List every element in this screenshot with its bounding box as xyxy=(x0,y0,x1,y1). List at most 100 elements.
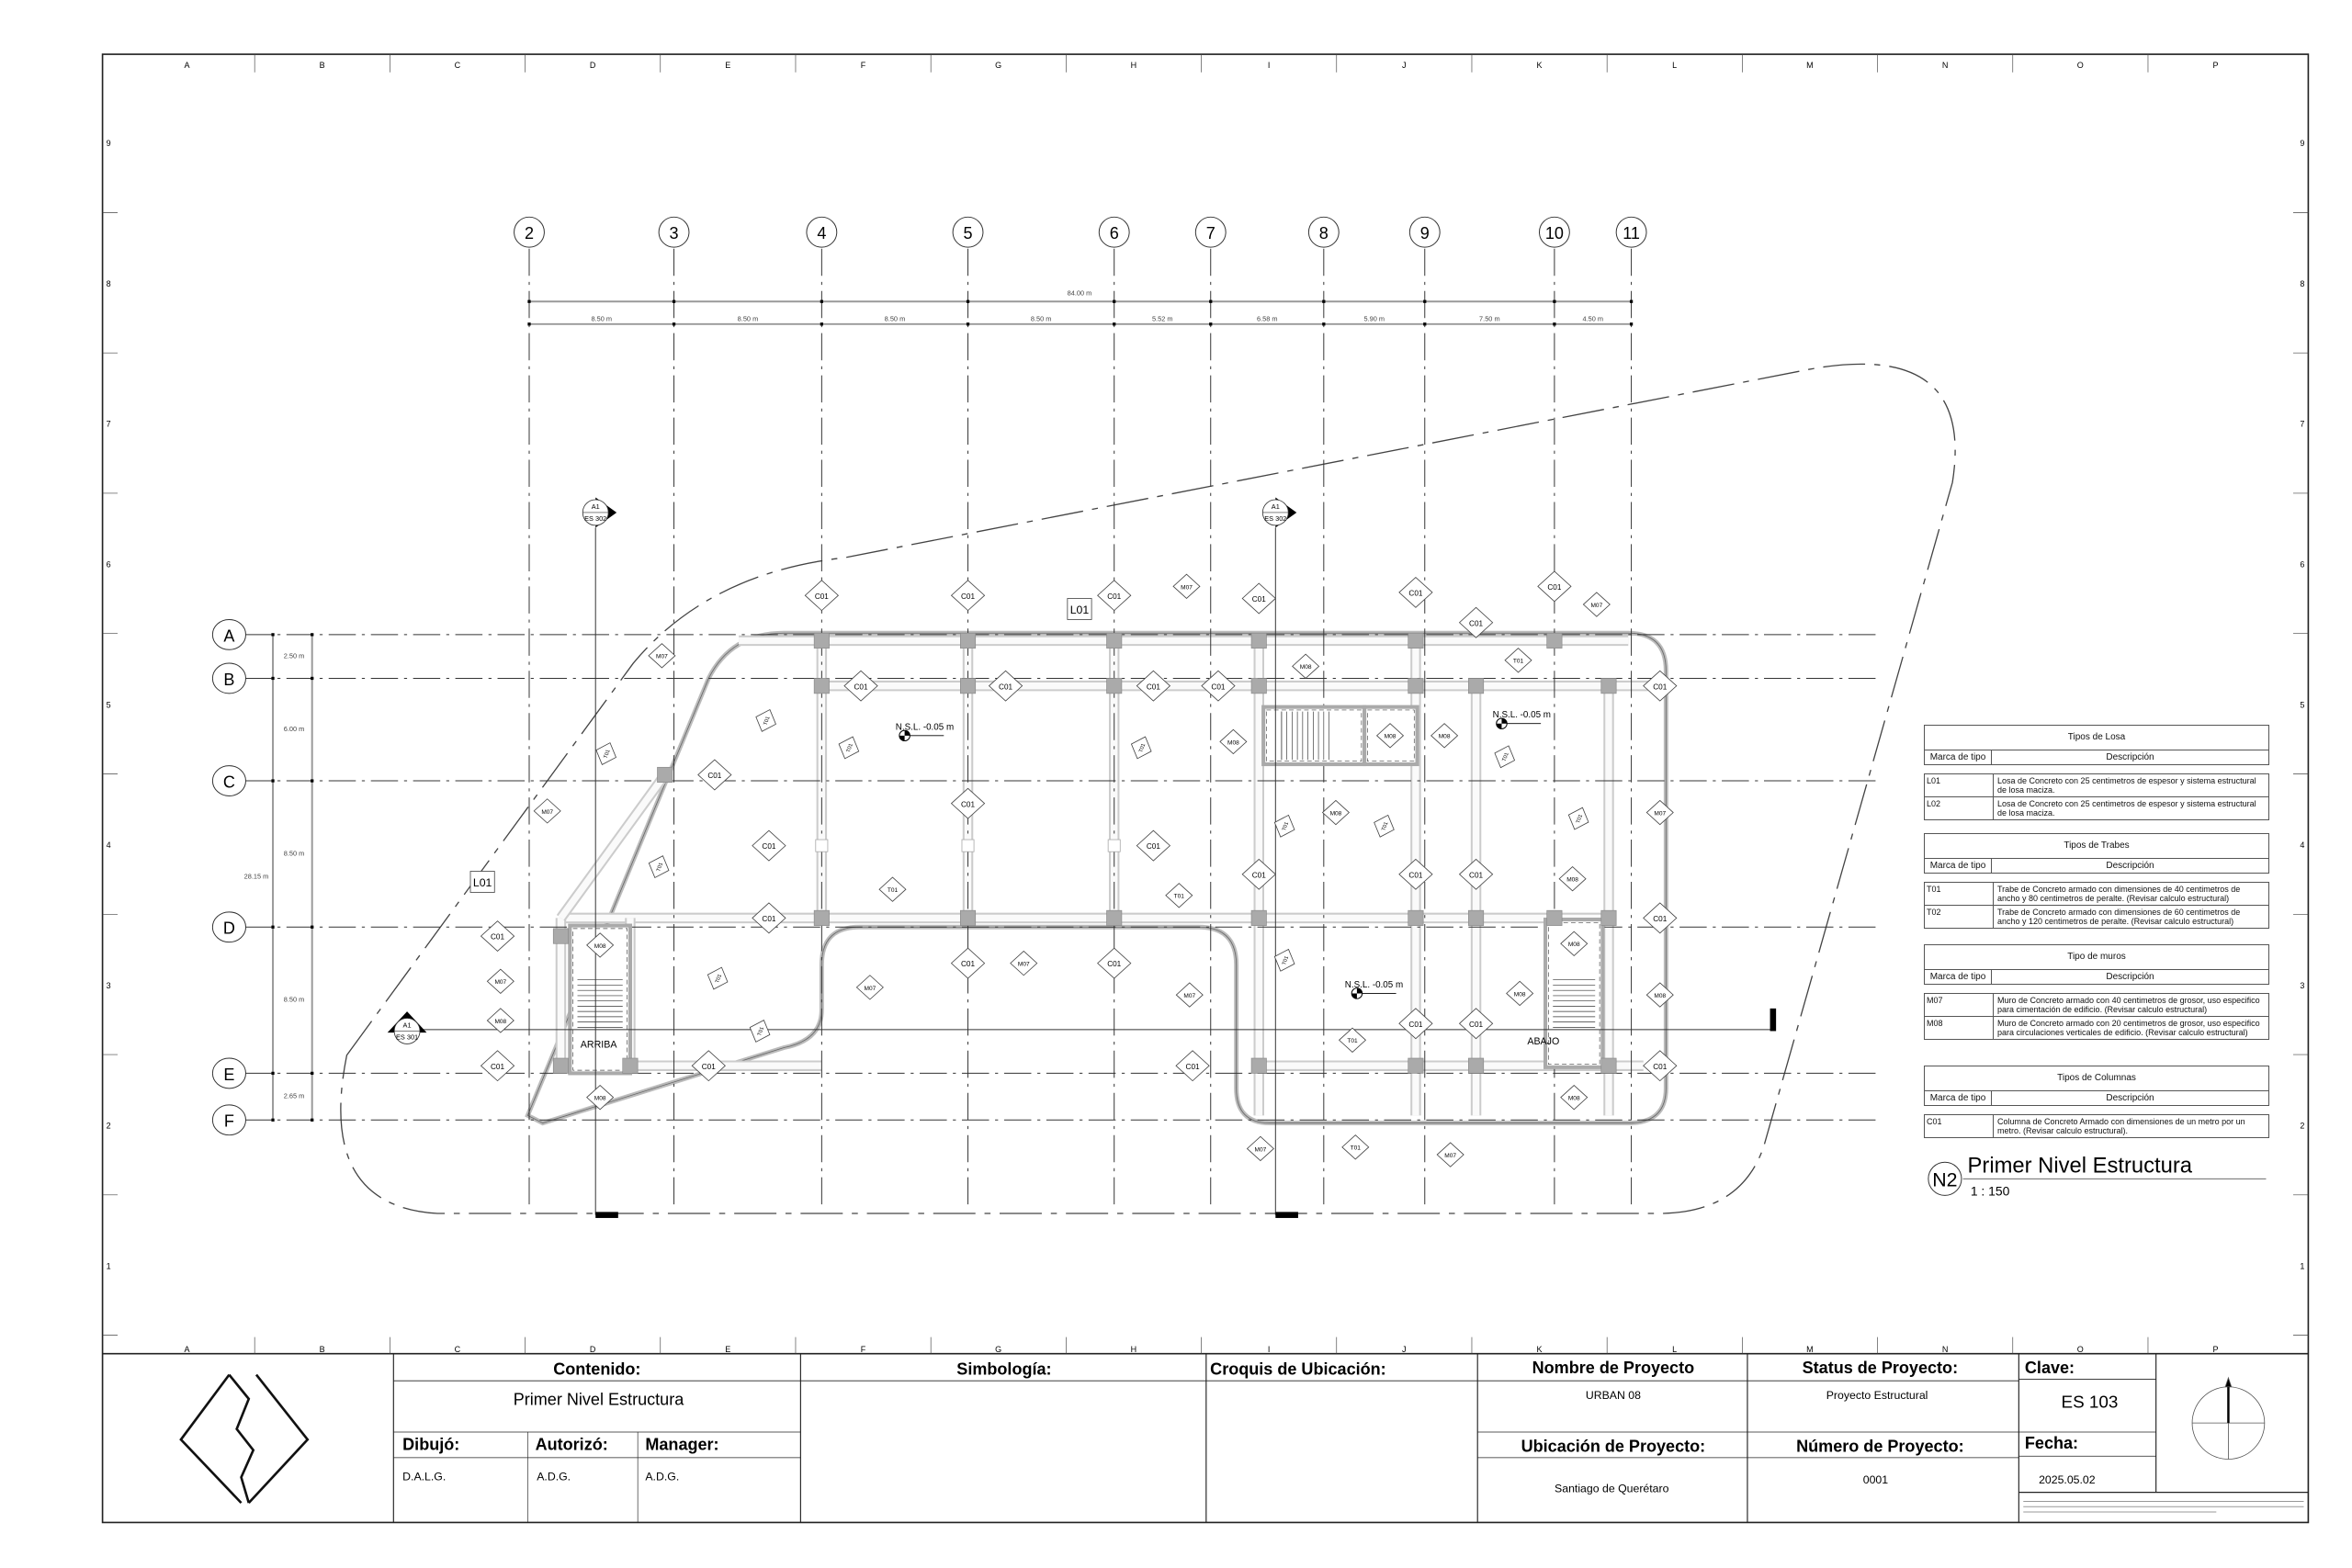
border-column-letter: G xyxy=(995,61,1001,70)
dimension-total-depth-label: 28.15 m xyxy=(244,873,269,881)
tag-label: M08 xyxy=(1385,734,1396,740)
border-row-number: 9 xyxy=(2300,139,2304,148)
tag-diamond xyxy=(586,1084,615,1111)
fecha-value: 2025.05.02 xyxy=(2039,1473,2096,1486)
core-wall xyxy=(1261,705,1367,767)
legend-col-mark: Marca de tipo xyxy=(1925,859,1992,873)
tag-label: C01 xyxy=(1653,682,1667,691)
legend-desc: Trabe de Concreto armado con dimensiones… xyxy=(1997,908,2241,926)
section-sheet: ES 302 xyxy=(584,514,606,523)
tag-label: M08 xyxy=(1568,942,1580,948)
tag-label: C01 xyxy=(1252,595,1266,604)
tag-diamond xyxy=(1398,1008,1433,1040)
tag-c01: C01 xyxy=(480,920,515,953)
view-number-bubble xyxy=(1928,1161,1962,1196)
tag-label: T01 xyxy=(1351,1145,1362,1152)
north-arrow-icon xyxy=(2191,1376,2266,1460)
tag-label: M08 xyxy=(1439,734,1451,740)
tag-diamond xyxy=(697,759,732,791)
status-label: Status de Proyecto: xyxy=(1803,1359,1958,1377)
tag-m07: M07 xyxy=(1645,799,1674,826)
dimension-tick xyxy=(271,633,275,637)
tag-c01: C01 xyxy=(697,759,732,791)
tag-diamond xyxy=(595,742,617,765)
tag-label: T01 xyxy=(656,862,664,872)
tag-diamond xyxy=(480,920,515,953)
dimension-tick xyxy=(672,299,676,303)
grid-label-row: A xyxy=(223,626,234,645)
tag-t01: T01 xyxy=(1273,814,1295,838)
border-column-letter: J xyxy=(1402,1345,1407,1354)
column xyxy=(1250,632,1267,649)
level-marker: N.S.L. -0.05 m xyxy=(896,722,954,742)
column xyxy=(1106,678,1123,694)
legend-desc: Losa de Concreto con 25 centimetros de e… xyxy=(1997,799,2256,818)
grid-label-column: 8 xyxy=(1319,224,1329,243)
tag-diamond xyxy=(1506,980,1534,1007)
tag-m07: M07 xyxy=(1172,573,1201,600)
tag-label: C01 xyxy=(961,800,975,808)
tag-diamond xyxy=(1643,670,1678,702)
tag-diamond xyxy=(1165,883,1193,908)
border-row-number: 1 xyxy=(107,1261,111,1270)
border-column-letter: A xyxy=(184,1345,189,1354)
legend-title: Tipo de muros xyxy=(1924,944,2269,970)
slab-edge xyxy=(525,630,1668,1126)
dimension-tick xyxy=(311,779,314,783)
border-column-letter: E xyxy=(725,61,730,70)
view-scale: 1 : 150 xyxy=(1971,1183,2010,1198)
tag-t01: T01 xyxy=(1273,948,1295,972)
tag-label: C01 xyxy=(762,915,775,923)
column xyxy=(552,928,569,944)
border-row-number: 6 xyxy=(2300,560,2304,570)
border-column-letter: H xyxy=(1131,61,1137,70)
nombre-value: URBAN 08 xyxy=(1586,1389,1641,1402)
dimension-tick xyxy=(1209,322,1213,326)
tag-m08: M08 xyxy=(1430,723,1459,749)
view-title: Primer Nivel Estructura xyxy=(1968,1154,2193,1179)
tag-c01: C01 xyxy=(950,580,986,612)
border-row-number: 2 xyxy=(107,1122,111,1131)
tag-t01: T01 xyxy=(1567,807,1589,830)
column xyxy=(1408,678,1424,694)
dimension-tick xyxy=(1553,299,1556,303)
tag-diamond xyxy=(1292,653,1320,680)
grid-label-column: 9 xyxy=(1420,224,1430,243)
tag-label: C01 xyxy=(1147,842,1160,851)
border-column-letter: N xyxy=(1942,61,1949,70)
tag-label: C01 xyxy=(1469,1021,1483,1029)
tag-l01: L01 xyxy=(469,871,495,893)
tag-c01: C01 xyxy=(480,1050,515,1082)
dimension-tick xyxy=(1209,299,1213,303)
tag-diamond xyxy=(1341,1134,1370,1160)
tag-label: C01 xyxy=(762,842,775,851)
legend-desc: Muro de Concreto armado con 20 centimetr… xyxy=(1997,1019,2260,1037)
tag-t01: T01 xyxy=(1165,883,1193,908)
grid-bubble-column xyxy=(1615,216,1647,248)
border-column-letter: P xyxy=(2212,61,2218,70)
dimension-tick xyxy=(1322,299,1326,303)
tag-diamond xyxy=(755,708,776,732)
tag-label: C01 xyxy=(1107,960,1121,968)
dimension-tick xyxy=(527,322,531,326)
grid-label-column: 4 xyxy=(817,224,826,243)
border-row-number: 7 xyxy=(107,420,111,429)
grid-label-row: F xyxy=(224,1112,234,1131)
tag-label: T01 xyxy=(1381,821,1389,831)
grid-label-column: 7 xyxy=(1206,224,1216,243)
column xyxy=(1106,632,1123,649)
tag-diamond xyxy=(1136,829,1171,862)
tag-diamond xyxy=(878,876,907,902)
tag-diamond xyxy=(843,670,878,702)
tag-l01: L01 xyxy=(1067,598,1092,620)
legend-mark: L02 xyxy=(1925,797,1994,819)
croquis-label: Croquis de Ubicación: xyxy=(1210,1360,1386,1379)
tag-diamond xyxy=(1375,723,1405,749)
